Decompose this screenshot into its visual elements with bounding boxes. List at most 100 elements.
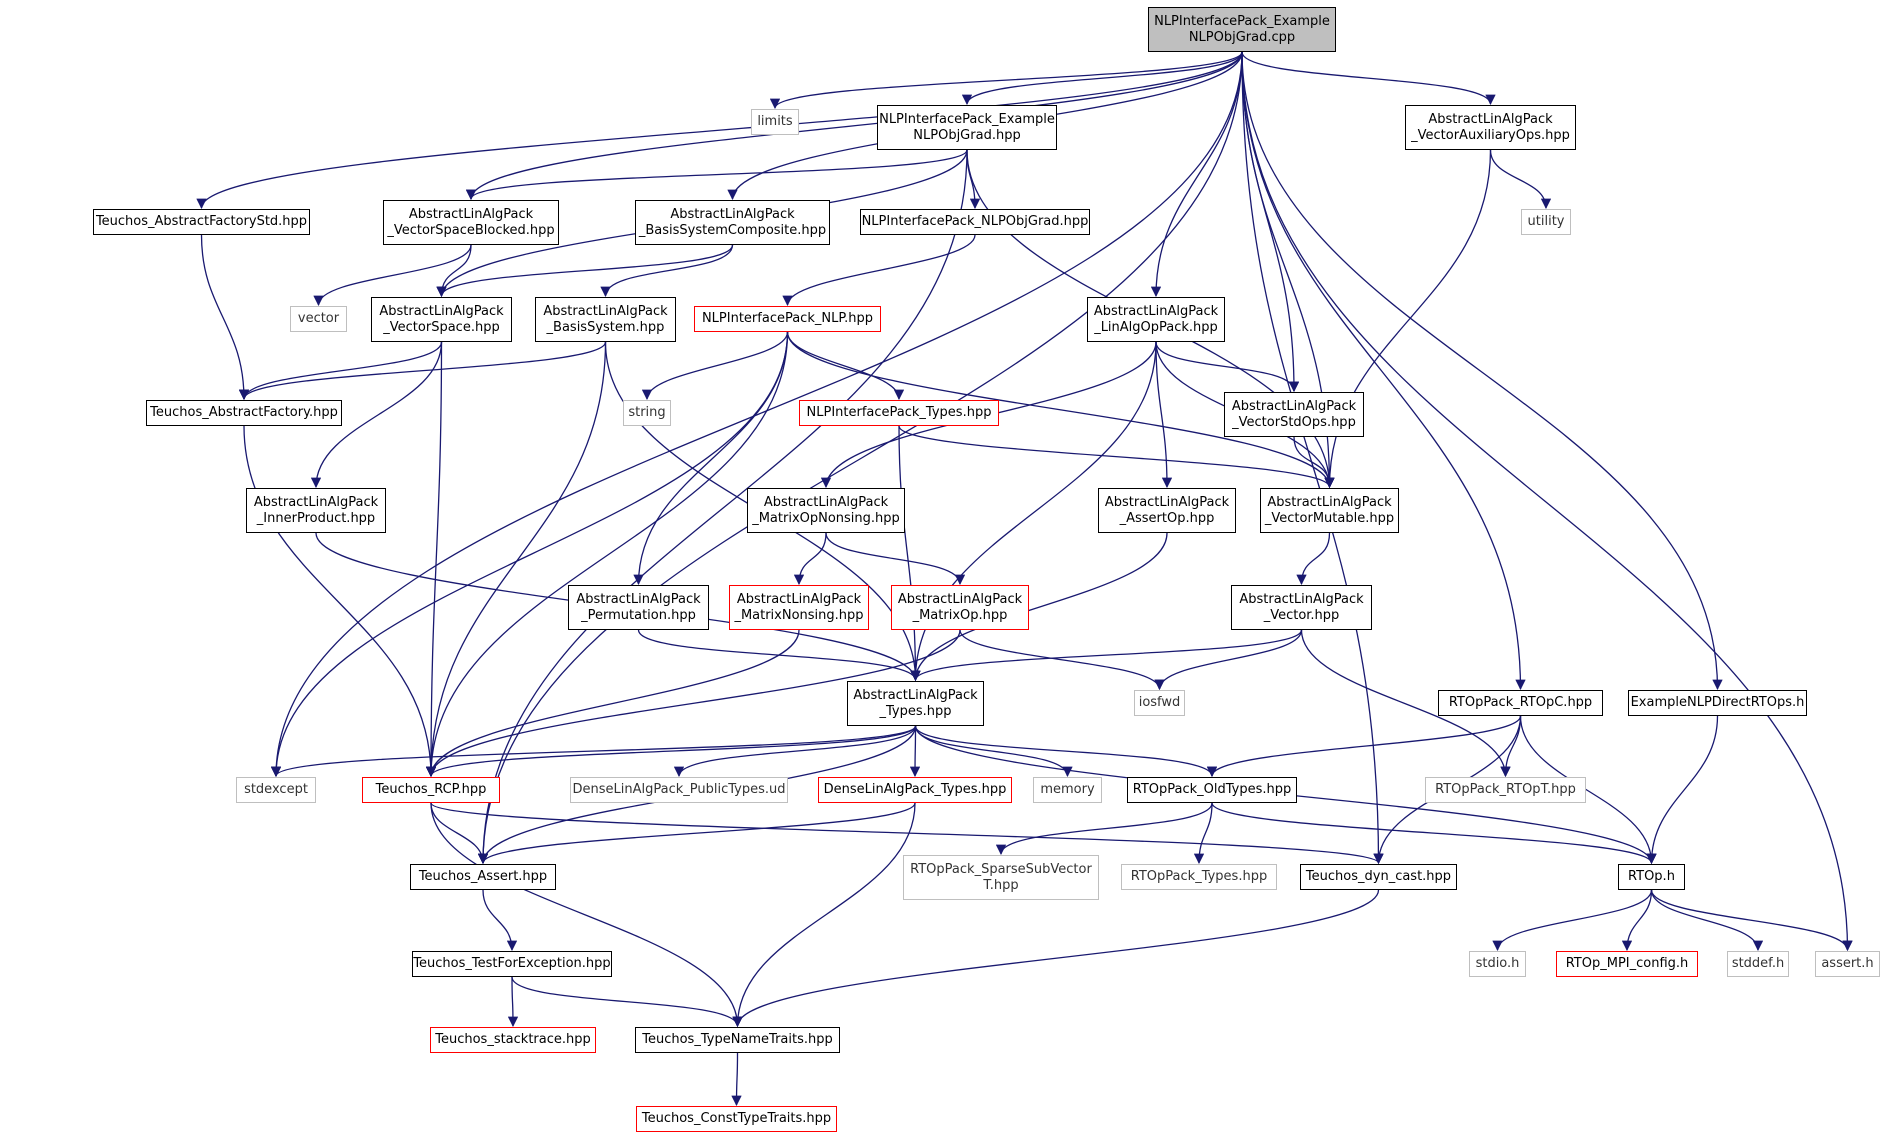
edge-rcp-to-dynCast [430, 802, 1384, 865]
edge-rcp-to-typeName [430, 802, 743, 1028]
node-basis-sys[interactable]: AbstractLinAlgPack _BasisSystem.hpp [535, 297, 676, 342]
node-utility[interactable]: utility [1521, 209, 1571, 235]
edge-vecAuxOps-to-utility [1489, 149, 1552, 210]
node-old-types[interactable]: RTOpPack_OldTypes.hpp [1127, 777, 1297, 803]
edge-vsBlocked-to-vector [313, 244, 472, 307]
edge-alTypes-to-stdexcept [271, 725, 917, 778]
edge-root-to-dynCast [1241, 51, 1384, 865]
edge-root-to-nlpExHpp [961, 51, 1243, 106]
edge-vecHpp-to-rtopT [1300, 629, 1511, 778]
edge-basisSys-to-absFact [238, 341, 607, 401]
node-sparse-sub[interactable]: RTOpPack_SparseSubVector T.hpp [903, 855, 1099, 900]
node-limits[interactable]: limits [751, 109, 799, 135]
node-string[interactable]: string [623, 400, 671, 426]
edge-nlpNLP-to-rcp [425, 331, 789, 778]
node-iosfwd[interactable]: iosfwd [1134, 690, 1185, 716]
edge-nlpExHpp-to-vsBlocked [465, 149, 968, 201]
node-stdexcept[interactable]: stdexcept [236, 777, 316, 803]
edge-root-to-assert [477, 51, 1243, 865]
node-mat-nonsing[interactable]: AbstractLinAlgPack _MatrixNonsing.hpp [729, 585, 869, 630]
edge-rtopH-to-stddef [1650, 889, 1764, 952]
node-vec-std-ops[interactable]: AbstractLinAlgPack _VectorStdOps.hpp [1224, 392, 1364, 437]
edge-root-to-limits [769, 51, 1243, 110]
edge-root-to-linAlgOp [1150, 51, 1243, 298]
node-rtop-c[interactable]: RTOpPack_RTOpC.hpp [1438, 690, 1603, 716]
edge-nlpNLP-to-nlpTypes [786, 331, 905, 401]
node-abs-fact[interactable]: Teuchos_AbstractFactory.hpp [146, 400, 342, 426]
edge-perm-to-alTypes [637, 629, 921, 682]
node-vec-mut[interactable]: AbstractLinAlgPack _VectorMutable.hpp [1260, 488, 1399, 533]
node-mat-op-nonsing[interactable]: AbstractLinAlgPack _MatrixOpNonsing.hpp [747, 488, 905, 533]
edge-vecSpace-to-innerProd [310, 341, 443, 489]
node-root[interactable]: NLPInterfacePack_Example NLPObjGrad.cpp [1148, 7, 1336, 52]
node-abs-fact-std[interactable]: Teuchos_AbstractFactoryStd.hpp [93, 209, 310, 235]
edge-denseTypes-to-assert [477, 802, 916, 865]
node-nlp-obj-grad[interactable]: NLPInterfacePack_NLPObjGrad.hpp [860, 209, 1090, 235]
node-nlp-types[interactable]: NLPInterfacePack_Types.hpp [799, 400, 999, 426]
edge-vecMut-to-vecHpp [1296, 532, 1331, 586]
node-dense-pub[interactable]: DenseLinAlgPack_PublicTypes.ud [570, 777, 788, 803]
node-vec-aux-ops[interactable]: AbstractLinAlgPack _VectorAuxiliaryOps.h… [1405, 105, 1576, 150]
node-vector[interactable]: vector [290, 306, 347, 332]
edge-assert-to-testExc [482, 889, 518, 952]
node-nlp-n-l-p[interactable]: NLPInterfacePack_NLP.hpp [694, 306, 881, 332]
edge-alTypes-to-oldTypes [914, 725, 1218, 778]
node-test-exc[interactable]: Teuchos_TestForException.hpp [412, 951, 612, 977]
edge-rcp-to-assert [430, 802, 489, 865]
edge-nlpTypes-to-alTypes [898, 425, 921, 682]
edge-root-to-absFactStd [196, 51, 1243, 210]
edge-linAlgOp-to-assertOp [1155, 341, 1173, 489]
edge-matNonsing-to-rcp [425, 629, 800, 778]
edge-oldTypes-to-sparseSub [995, 802, 1213, 856]
node-const-type[interactable]: Teuchos_ConstTypeTraits.hpp [636, 1106, 837, 1132]
node-stacktrace[interactable]: Teuchos_stacktrace.hpp [430, 1027, 596, 1053]
edge-dynCast-to-typeName [732, 889, 1380, 1028]
node-basis-comp[interactable]: AbstractLinAlgPack _BasisSystemComposite… [635, 200, 830, 245]
edge-nlpObjGrad-to-nlpNLP [782, 234, 976, 307]
node-stdio[interactable]: stdio.h [1469, 951, 1526, 977]
node-mat-op[interactable]: AbstractLinAlgPack _MatrixOp.hpp [891, 585, 1029, 630]
edge-root-to-rtopC [1241, 51, 1526, 691]
node-lin-alg-op[interactable]: AbstractLinAlgPack _LinAlgOpPack.hpp [1087, 297, 1225, 342]
edge-testExc-to-typeName [511, 976, 743, 1028]
node-mpi-config[interactable]: RTOp_MPI_config.h [1556, 951, 1698, 977]
node-al-types[interactable]: AbstractLinAlgPack _Types.hpp [847, 681, 984, 726]
edge-nlpTypes-to-vecMut [898, 425, 1335, 489]
edge-absFact-to-rcp [243, 425, 437, 778]
node-vec-space[interactable]: AbstractLinAlgPack _VectorSpace.hpp [371, 297, 512, 342]
node-vec-hpp[interactable]: AbstractLinAlgPack _Vector.hpp [1231, 585, 1372, 630]
node-perm[interactable]: AbstractLinAlgPack _Permutation.hpp [568, 585, 709, 630]
edge-rtopC-to-rtopT [1500, 715, 1522, 778]
edge-matOp-to-rcp [425, 629, 961, 778]
node-dyn-cast[interactable]: Teuchos_dyn_cast.hpp [1300, 864, 1457, 890]
node-ex-r-t-ops[interactable]: ExampleNLPDirectRTOps.h [1628, 690, 1807, 716]
node-inner-prod[interactable]: AbstractLinAlgPack _InnerProduct.hpp [246, 488, 386, 533]
node-type-name[interactable]: Teuchos_TypeNameTraits.hpp [635, 1027, 840, 1053]
node-rtop-types[interactable]: RTOpPack_Types.hpp [1121, 864, 1277, 890]
node-assert-h[interactable]: assert.h [1815, 951, 1880, 977]
edge-rtopC-to-oldTypes [1206, 715, 1522, 778]
edge-basisComp-to-basisSys [600, 244, 734, 298]
edge-vecHpp-to-alTypes [910, 629, 1303, 682]
node-rtop-t[interactable]: RTOpPack_RTOpT.hpp [1425, 777, 1586, 803]
edge-nlpNLP-to-stdexcept [270, 331, 789, 778]
edge-matOpNonsing-to-matOp [825, 532, 966, 586]
edge-root-to-vecStdOps [1241, 51, 1300, 393]
edge-matOpNonsing-to-matNonsing [793, 532, 827, 586]
node-stddef[interactable]: stddef.h [1727, 951, 1789, 977]
node-rtop-h[interactable]: RTOp.h [1618, 864, 1685, 890]
node-assert[interactable]: Teuchos_Assert.hpp [410, 864, 556, 890]
edge-rtopH-to-assertH [1650, 889, 1853, 952]
node-rcp[interactable]: Teuchos_RCP.hpp [362, 777, 500, 803]
node-nlp-ex-hpp[interactable]: NLPInterfacePack_Example NLPObjGrad.hpp [877, 105, 1057, 150]
node-dense-types[interactable]: DenseLinAlgPack_Types.hpp [818, 777, 1012, 803]
edge-nlpNLP-to-vecMut [786, 331, 1335, 489]
edge-vecSpace-to-absFact [238, 341, 443, 401]
edge-nlpNLP-to-perm [633, 331, 789, 586]
edge-matOp-to-iosfwd [959, 629, 1165, 691]
node-vs-blocked[interactable]: AbstractLinAlgPack _VectorSpaceBlocked.h… [383, 200, 559, 245]
edge-nlpExHpp-to-nlpObjGrad [966, 149, 981, 210]
node-assert-op[interactable]: AbstractLinAlgPack _AssertOp.hpp [1098, 488, 1236, 533]
edge-denseTypes-to-typeName [732, 802, 916, 1028]
node-memory[interactable]: memory [1033, 777, 1102, 803]
